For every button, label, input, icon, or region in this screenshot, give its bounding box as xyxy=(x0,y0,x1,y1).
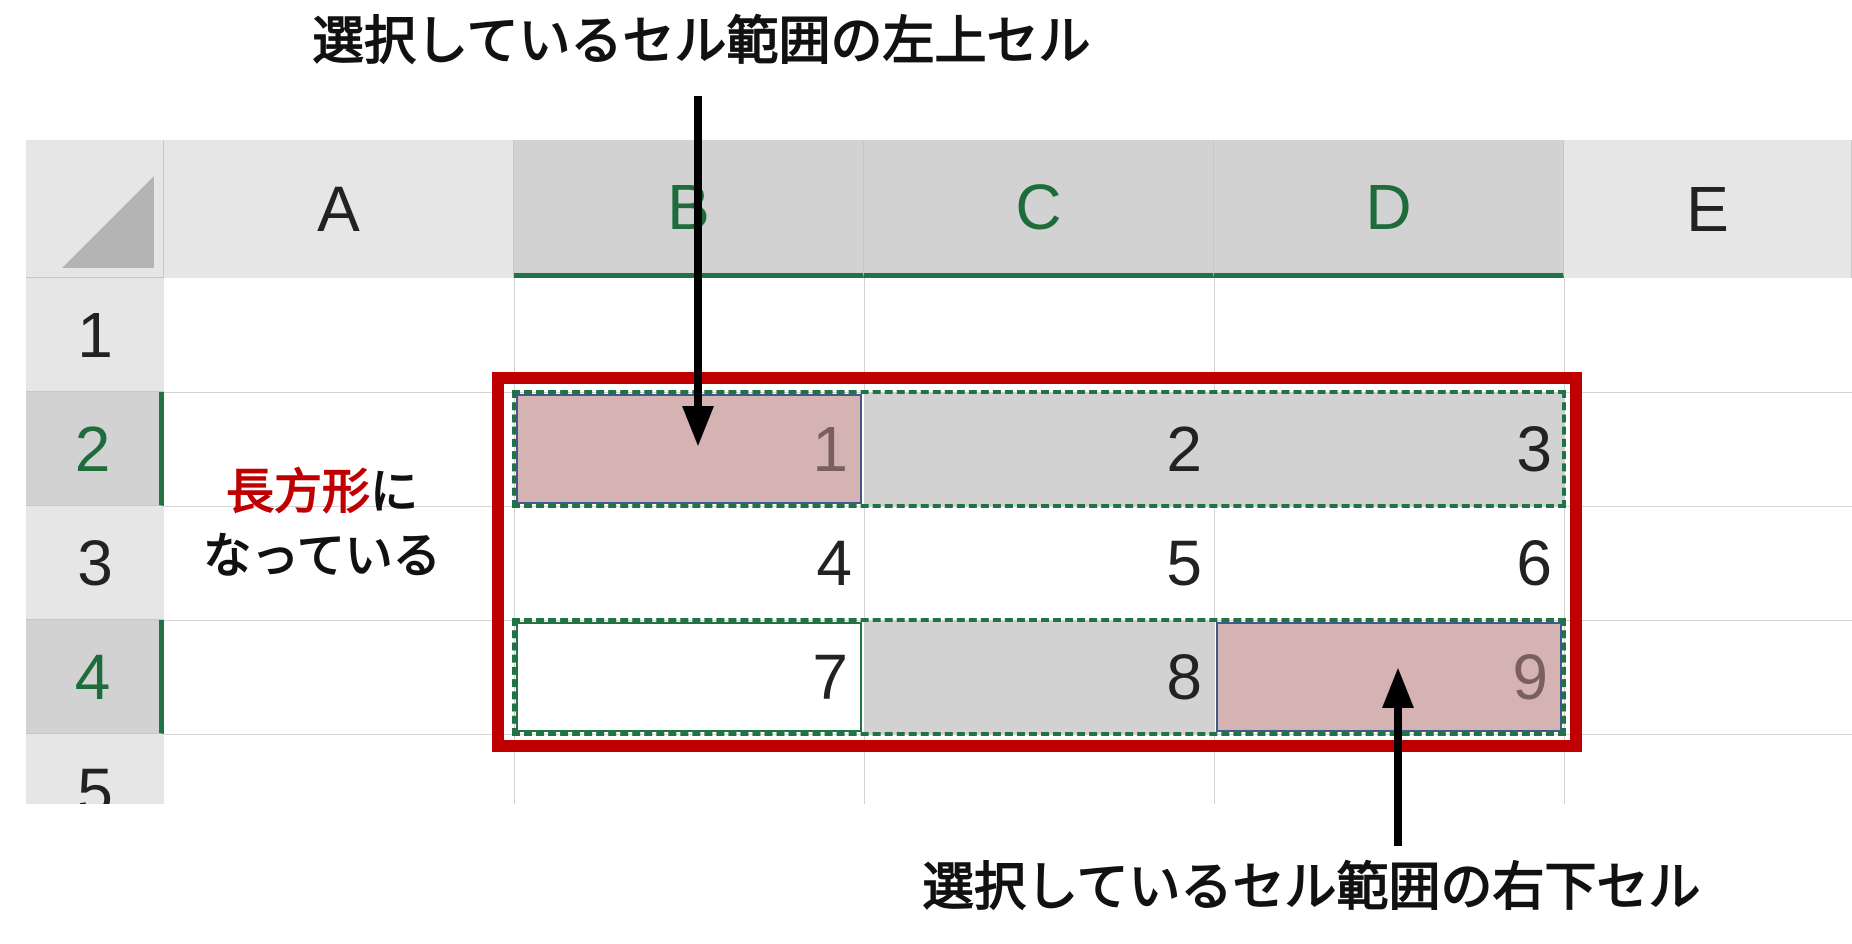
row-header-5[interactable]: 5 xyxy=(26,734,164,804)
cell-b3[interactable]: 4 xyxy=(816,527,852,599)
rectangle-note-line1: 長方形に xyxy=(172,460,472,524)
selection-marquee-row-2 xyxy=(512,390,1566,508)
cell-c3[interactable]: 5 xyxy=(1166,527,1202,599)
column-header-e[interactable]: E xyxy=(1564,140,1852,278)
select-all-corner[interactable] xyxy=(26,140,164,278)
grid-line xyxy=(514,278,515,804)
column-header-b[interactable]: B xyxy=(514,140,864,278)
column-header-c[interactable]: C xyxy=(864,140,1214,278)
down-arrow-icon xyxy=(682,96,714,446)
cell-d2[interactable]: 3 xyxy=(1214,392,1564,506)
rectangle-note-line2: なっている xyxy=(203,528,441,584)
spreadsheet-grid: A B C D E 1 2 3 4 5 1 2 3 4 5 6 7 8 9 xyxy=(26,140,1852,804)
select-all-triangle-icon xyxy=(62,176,154,268)
cell-d4[interactable]: 9 xyxy=(1216,622,1562,732)
grid-line xyxy=(1214,278,1215,804)
cell-b4-active[interactable]: 7 xyxy=(516,622,862,732)
bottom-caption: 選択しているセル範囲の右下セル xyxy=(922,858,1701,918)
cell-c2[interactable]: 2 xyxy=(864,392,1214,506)
row-header-4[interactable]: 4 xyxy=(26,620,164,734)
row-header-1[interactable]: 1 xyxy=(26,278,164,392)
top-caption: 選択しているセル範囲の左上セル xyxy=(312,12,1091,72)
rectangle-note-suffix: に xyxy=(370,464,419,520)
column-header-a[interactable]: A xyxy=(164,140,514,278)
rectangle-note: 長方形に なっている xyxy=(172,460,472,588)
cell-d3[interactable]: 6 xyxy=(1516,527,1552,599)
up-arrow-icon xyxy=(1382,668,1414,846)
rectangle-note-highlight: 長方形 xyxy=(225,464,370,520)
column-header-d[interactable]: D xyxy=(1214,140,1564,278)
cell-c4[interactable]: 8 xyxy=(864,620,1214,734)
grid-line xyxy=(1564,278,1565,804)
grid-line xyxy=(864,278,865,804)
row-header-3[interactable]: 3 xyxy=(26,506,164,620)
selection-marquee-row-4 xyxy=(512,618,1566,736)
row-header-2[interactable]: 2 xyxy=(26,392,164,506)
rectangle-highlight-box xyxy=(492,372,1582,752)
